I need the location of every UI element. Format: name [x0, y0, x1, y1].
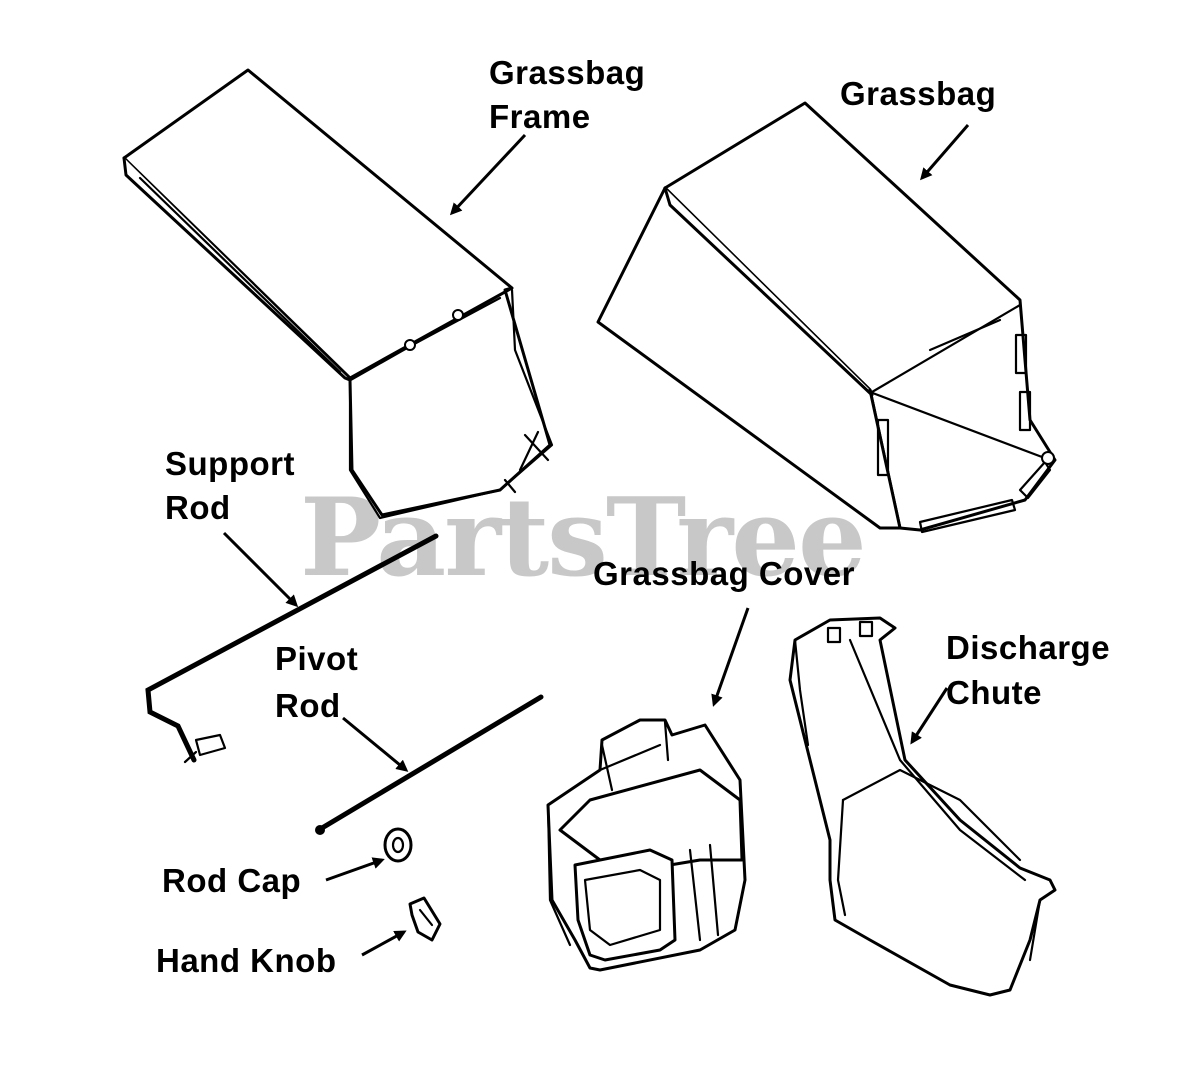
hand-knob-arrow: [361, 930, 407, 957]
support-rod-drawing: [145, 533, 439, 764]
pivot-rod-drawing: [315, 694, 544, 835]
discharge-chute-label-line1: Discharge: [946, 629, 1111, 666]
support-rod-arrow: [222, 531, 299, 608]
support-rod-label-line2: Rod: [165, 489, 231, 526]
pivot-rod-label-line1: Pivot: [275, 640, 359, 677]
grassbag-label: Grassbag: [840, 75, 997, 112]
grassbag-cover-arrow: [711, 607, 750, 707]
pivot-rod-arrow: [342, 716, 409, 772]
hand-knob-label: Hand Knob: [156, 942, 337, 979]
discharge-chute-drawing: [788, 616, 1057, 997]
grassbag-cover-drawing: [546, 718, 747, 972]
grassbag-frame-arrow: [449, 133, 527, 216]
grassbag-frame-label-line1: Grassbag: [489, 54, 646, 91]
hand-knob-drawing: [408, 896, 442, 942]
discharge-chute-label-line2: Chute: [946, 674, 1042, 711]
rod-cap-drawing: [383, 827, 413, 863]
discharge-chute-arrow: [910, 687, 949, 745]
rod-cap-label: Rod Cap: [162, 862, 302, 899]
grassbag-arrow: [920, 124, 970, 181]
grassbag-frame-drawing: [122, 68, 554, 520]
rod-cap-arrow: [325, 857, 385, 882]
support-rod-label-line1: Support: [165, 445, 295, 482]
grassbag-frame-label-line2: Frame: [489, 98, 591, 135]
pivot-rod-label-line2: Rod: [275, 687, 341, 724]
grassbag-drawing: [596, 101, 1057, 534]
grassbag-cover-label: Grassbag Cover: [593, 555, 855, 592]
